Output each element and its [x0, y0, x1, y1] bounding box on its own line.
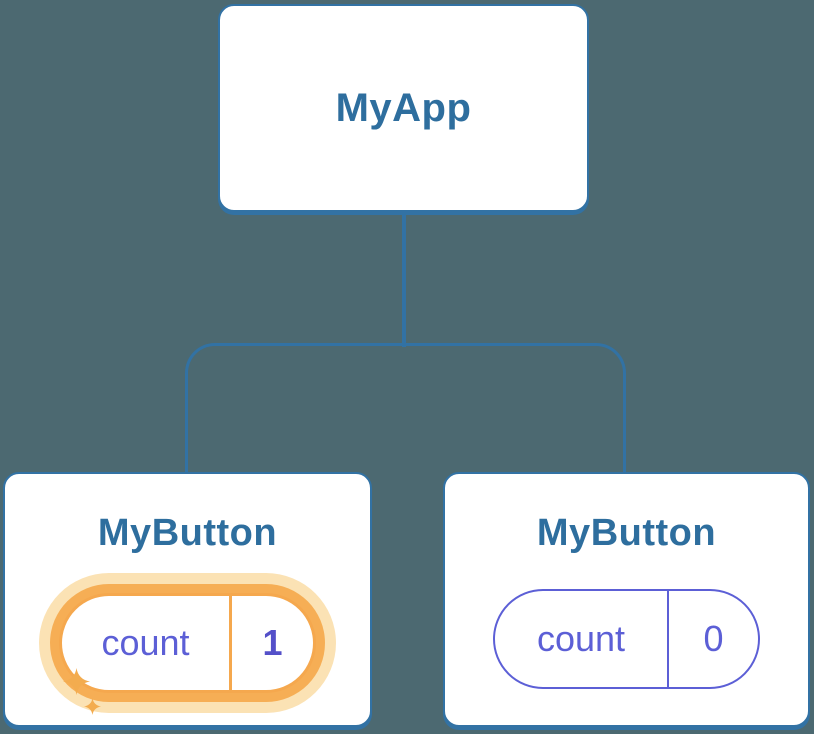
component-node-mybutton-2: MyButton count 0: [443, 472, 810, 727]
state-value: 1: [262, 622, 283, 663]
state-key-label: count: [62, 596, 232, 690]
node-label: MyButton: [536, 512, 717, 554]
state-pill-wrap: count 1: [59, 555, 316, 715]
component-node-mybutton-1: MyButton count 1: [3, 472, 372, 727]
node-label: MyApp: [335, 85, 472, 130]
node-label: MyButton: [97, 512, 278, 554]
branch-connector: [185, 343, 626, 473]
component-node-myapp: MyApp: [218, 4, 589, 212]
state-pill-highlighted: count 1: [59, 593, 316, 693]
state-pill: count 0: [493, 589, 760, 689]
root-connector-line: [402, 211, 406, 347]
state-pill-wrap: count 0: [493, 555, 760, 689]
state-key-label: count: [495, 591, 669, 687]
state-value: 0: [703, 618, 724, 659]
